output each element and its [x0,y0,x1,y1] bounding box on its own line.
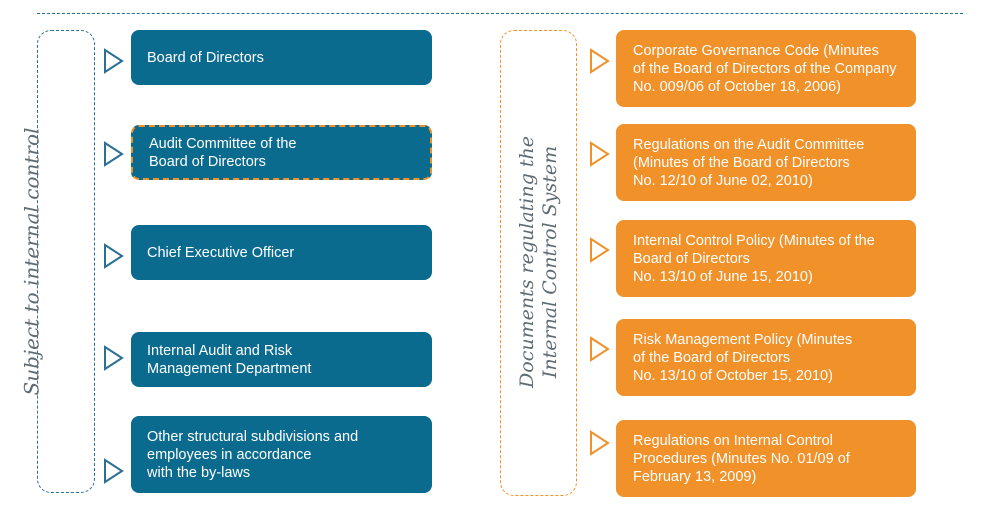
other-subdivisions-box: Other structural subdivisions and employ… [131,416,432,493]
triangle-outline-right-icon [104,48,124,74]
internal-control-policy-box: Internal Control Policy (Minutes of the … [616,220,916,297]
audit-committee-regulations-box: Regulations on the Audit Committee (Minu… [616,124,916,201]
triangle-outline-right-icon [590,430,610,456]
right-column-label-line2: Internal Control System [539,145,561,379]
triangle-outline-right-icon [590,48,610,74]
right-bracket [500,30,577,496]
triangle-outline-right-icon [590,336,610,362]
triangle-outline-right-icon [590,141,610,167]
triangle-outline-right-icon [104,141,124,167]
left-bracket [37,30,95,493]
chief-executive-officer-box: Chief Executive Officer [131,225,432,280]
triangle-outline-right-icon [104,243,124,269]
risk-management-policy-box: Risk Management Policy (Minutes of the B… [616,319,916,396]
corporate-governance-code-box: Corporate Governance Code (Minutes of th… [616,30,916,107]
triangle-outline-right-icon [104,345,124,371]
board-of-directors-box: Board of Directors [131,30,432,85]
audit-committee-box: Audit Committee of the Board of Director… [131,125,432,180]
right-column-label-line1: Documents regulating the [516,136,538,388]
triangle-outline-right-icon [104,458,124,484]
right-column-label: Documents regulating the Internal Contro… [516,62,562,462]
internal-control-procedures-box: Regulations on Internal Control Procedur… [616,420,916,497]
internal-audit-box: Internal Audit and Risk Management Depar… [131,332,432,387]
top-dashed-divider [37,13,963,14]
triangle-outline-right-icon [590,237,610,263]
left-column-label: Subject to internal control [19,127,44,396]
